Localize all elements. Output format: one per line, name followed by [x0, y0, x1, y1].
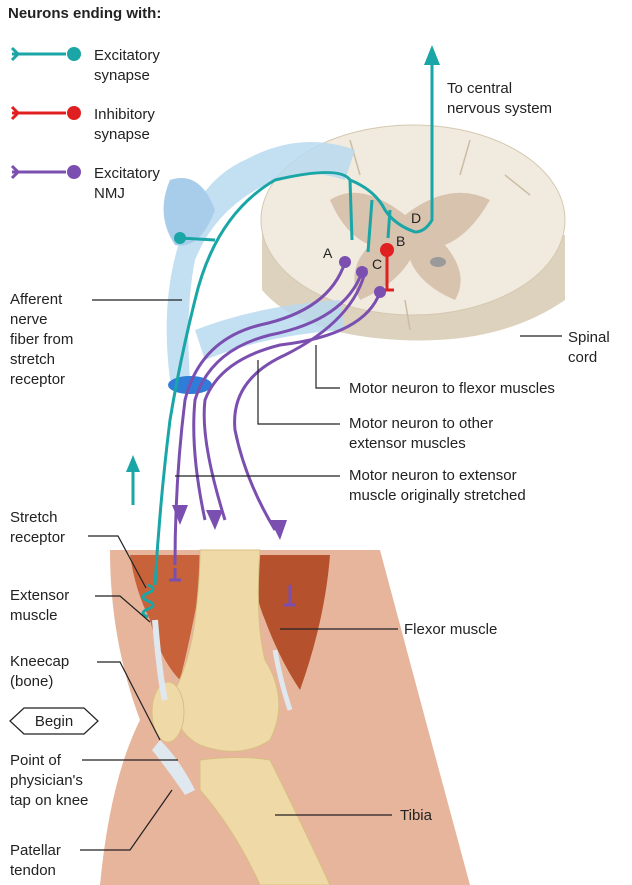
label-neuron-d: D	[411, 210, 421, 226]
label-kneecap: Kneecap	[10, 653, 69, 670]
svg-text:stretch: stretch	[10, 351, 55, 368]
motor-arrow-2	[206, 510, 223, 530]
svg-text:cord: cord	[568, 349, 597, 366]
label-tap-point: Point of	[10, 752, 62, 769]
svg-text:tap on knee: tap on knee	[10, 792, 88, 809]
label-patellar-tendon: Patellar	[10, 842, 61, 859]
svg-text:nerve: nerve	[10, 311, 48, 328]
svg-text:synapse: synapse	[94, 67, 150, 84]
leader-motor-other-extensor	[258, 360, 340, 424]
label-motor-orig-extensor: Motor neuron to extensor	[349, 467, 517, 484]
ganglion-cell-body	[174, 232, 186, 244]
svg-text:receptor: receptor	[10, 371, 65, 388]
svg-text:muscle: muscle	[10, 607, 58, 624]
label-extensor-muscle: Extensor	[10, 587, 69, 604]
leg-illustration	[100, 550, 470, 885]
svg-text:synapse: synapse	[94, 126, 150, 143]
svg-text:Inhibitory: Inhibitory	[94, 106, 155, 123]
label-neuron-b: B	[396, 233, 405, 249]
svg-text:muscle originally stretched: muscle originally stretched	[349, 487, 526, 504]
svg-text:tendon: tendon	[10, 862, 56, 879]
legend-excitatory-synapse: Excitatory synapse	[12, 47, 160, 84]
svg-text:Begin: Begin	[35, 713, 73, 730]
label-stretch-receptor: Stretch	[10, 509, 58, 526]
label-tibia: Tibia	[400, 807, 433, 824]
label-motor-other-extensor: Motor neuron to other	[349, 415, 493, 432]
motor-neuron-flexor	[374, 286, 386, 298]
svg-text:Excitatory: Excitatory	[94, 165, 160, 182]
label-motor-flexor: Motor neuron to flexor muscles	[349, 380, 555, 397]
motor-neuron-c	[356, 266, 368, 278]
begin-marker: Begin	[10, 708, 98, 734]
svg-text:nervous system: nervous system	[447, 100, 552, 117]
legend: Neurons ending with: Excitatory synapse …	[8, 5, 161, 202]
svg-text:physician's: physician's	[10, 772, 83, 789]
svg-text:receptor: receptor	[10, 529, 65, 546]
legend-title: Neurons ending with:	[8, 5, 161, 22]
label-flexor-muscle: Flexor muscle	[404, 621, 497, 638]
motor-neuron-a	[339, 256, 351, 268]
motor-arrow-3	[270, 520, 287, 540]
label-neuron-c: C	[372, 256, 382, 272]
label-neuron-a: A	[323, 245, 333, 261]
svg-text:(bone): (bone)	[10, 673, 53, 690]
cns-arrowhead	[424, 45, 440, 65]
svg-text:extensor muscles: extensor muscles	[349, 435, 466, 452]
svg-text:fiber from: fiber from	[10, 331, 73, 348]
svg-text:Excitatory: Excitatory	[94, 47, 160, 64]
label-cns: To central	[447, 80, 512, 97]
legend-excitatory-nmj: Excitatory NMJ	[12, 165, 160, 202]
label-afferent: Afferent	[10, 291, 63, 308]
leader-motor-flexor	[316, 345, 340, 388]
svg-text:NMJ: NMJ	[94, 185, 125, 202]
legend-inhibitory-synapse: Inhibitory synapse	[12, 106, 155, 143]
label-spinal-cord: Spinal	[568, 329, 610, 346]
